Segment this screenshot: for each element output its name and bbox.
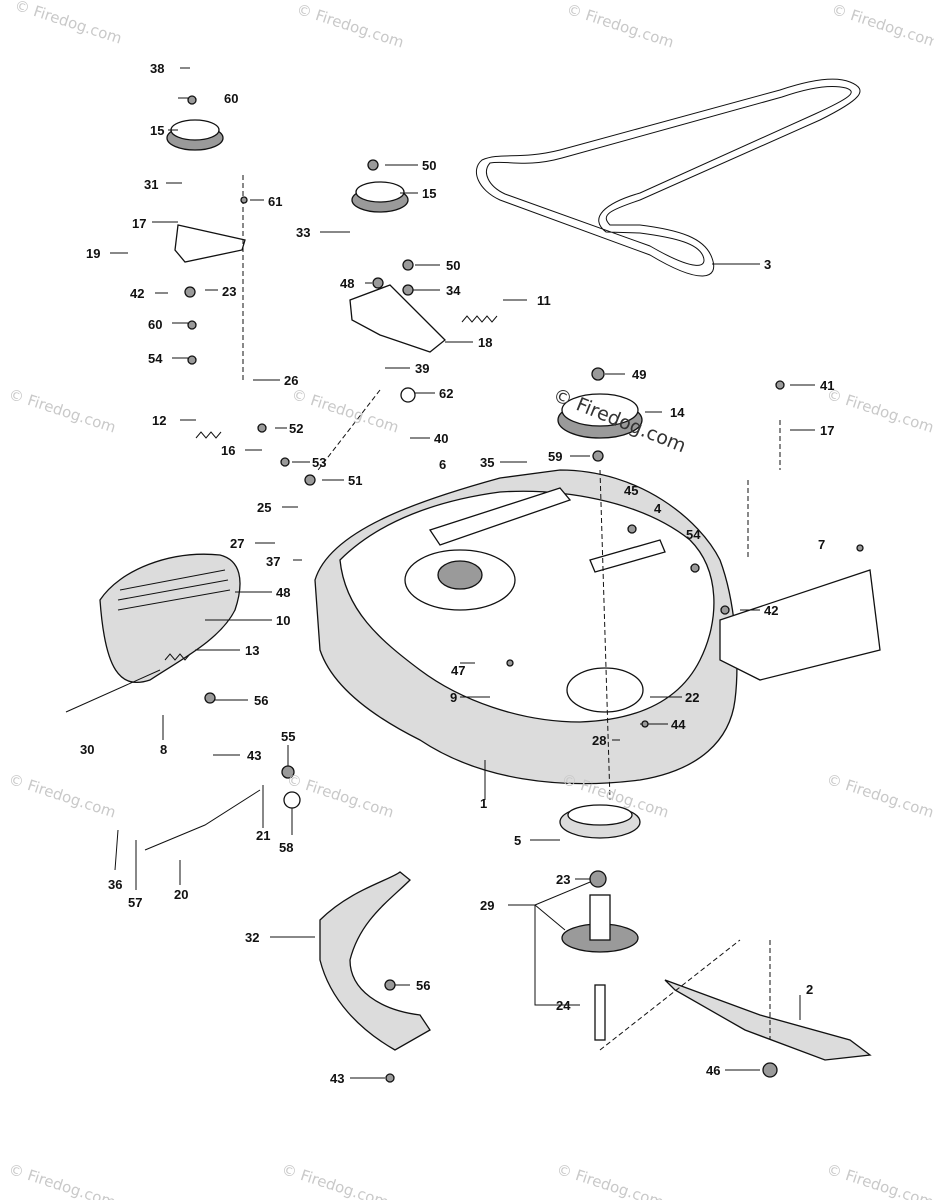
callout-label: 43 <box>330 1071 345 1086</box>
belt-cover <box>99 553 241 684</box>
leader-lines <box>110 67 815 1079</box>
callout-label: 30 <box>80 742 95 757</box>
callout-label: 43 <box>247 748 262 763</box>
spindle-housing <box>559 804 641 1041</box>
callout-label: 8 <box>160 742 168 757</box>
callout-label: 47 <box>451 663 466 678</box>
mower-blade <box>664 979 872 1061</box>
idler-arm-left <box>174 224 246 263</box>
callout-label: 46 <box>706 1063 721 1078</box>
callout-label: 50 <box>422 158 437 173</box>
callout-label: 31 <box>144 177 159 192</box>
callout-label: 6 <box>439 457 447 472</box>
callout-label: 4 <box>654 501 662 516</box>
mower-deck <box>314 469 881 785</box>
callout-label: 21 <box>256 828 271 843</box>
idler-pulley-center <box>351 181 409 213</box>
drive-belt <box>476 78 861 277</box>
callout-label: 56 <box>416 978 431 993</box>
callout-label: 29 <box>480 898 495 913</box>
callout-label: 2 <box>806 982 814 997</box>
idler-pulley-left <box>166 119 224 151</box>
callout-label: 27 <box>230 536 245 551</box>
callout-label: 19 <box>86 246 101 261</box>
callout-label: 1 <box>480 796 488 811</box>
spring-12 <box>195 431 222 439</box>
callout-label: 51 <box>348 473 363 488</box>
spindle-pulley <box>557 393 643 439</box>
callout-label: 23 <box>556 872 571 887</box>
mulch-baffle <box>319 871 431 1051</box>
callout-label: 11 <box>537 293 551 308</box>
callout-label: 61 <box>268 194 283 209</box>
callout-label: 12 <box>152 413 167 428</box>
callout-label: 37 <box>266 554 281 569</box>
callout-label: 48 <box>340 276 355 291</box>
callout-label: 9 <box>450 690 458 705</box>
callout-label: 33 <box>296 225 311 240</box>
callout-label: 34 <box>446 283 461 298</box>
callout-label: 56 <box>254 693 269 708</box>
callout-label: 41 <box>820 378 835 393</box>
callout-label: 32 <box>245 930 260 945</box>
rod-20 <box>144 789 261 851</box>
callout-label: 3 <box>764 257 772 272</box>
callout-label: 5 <box>514 833 522 848</box>
callout-label: 59 <box>548 449 563 464</box>
callout-label: 15 <box>422 186 437 201</box>
callout-label: 58 <box>279 840 294 855</box>
callout-label: 20 <box>174 887 189 902</box>
callout-label: 45 <box>624 483 639 498</box>
callout-label: 60 <box>224 91 239 106</box>
callout-label: 15 <box>150 123 165 138</box>
callout-label: 7 <box>818 537 826 552</box>
callout-label: 28 <box>592 733 607 748</box>
callout-label: 18 <box>478 335 493 350</box>
callout-label: 35 <box>480 455 495 470</box>
callout-label: 26 <box>284 373 299 388</box>
callout-label: 49 <box>632 367 647 382</box>
callout-label: 38 <box>150 61 165 76</box>
callout-label: 44 <box>671 717 686 732</box>
callout-label: 36 <box>108 877 123 892</box>
callout-label: 53 <box>312 455 327 470</box>
spring-13 <box>164 653 191 661</box>
callout-label: 48 <box>276 585 291 600</box>
callout-label: 42 <box>130 286 145 301</box>
callout-label: 55 <box>281 729 296 744</box>
callout-label: 23 <box>222 284 237 299</box>
callout-label: 54 <box>686 527 701 542</box>
callout-label: 16 <box>221 443 236 458</box>
spring-11 <box>461 315 498 323</box>
fasteners <box>184 95 864 1083</box>
callout-label: 52 <box>289 421 304 436</box>
callout-label: 22 <box>685 690 700 705</box>
callout-label: 39 <box>415 361 430 376</box>
callout-label: 14 <box>670 405 685 420</box>
callout-label: 54 <box>148 351 163 366</box>
callout-label: 57 <box>128 895 143 910</box>
callout-label: 42 <box>764 603 779 618</box>
rod-30 <box>65 669 161 713</box>
callout-label: 60 <box>148 317 163 332</box>
callout-label: 40 <box>434 431 449 446</box>
callout-label: 50 <box>446 258 461 273</box>
callout-label: 10 <box>276 613 291 628</box>
callout-label: 25 <box>257 500 272 515</box>
idler-bracket-center <box>349 284 446 353</box>
callout-label: 24 <box>556 998 571 1013</box>
callout-label: 17 <box>820 423 835 438</box>
callout-label: 17 <box>132 216 147 231</box>
callout-label: 62 <box>439 386 454 401</box>
callout-label: 13 <box>245 643 260 658</box>
